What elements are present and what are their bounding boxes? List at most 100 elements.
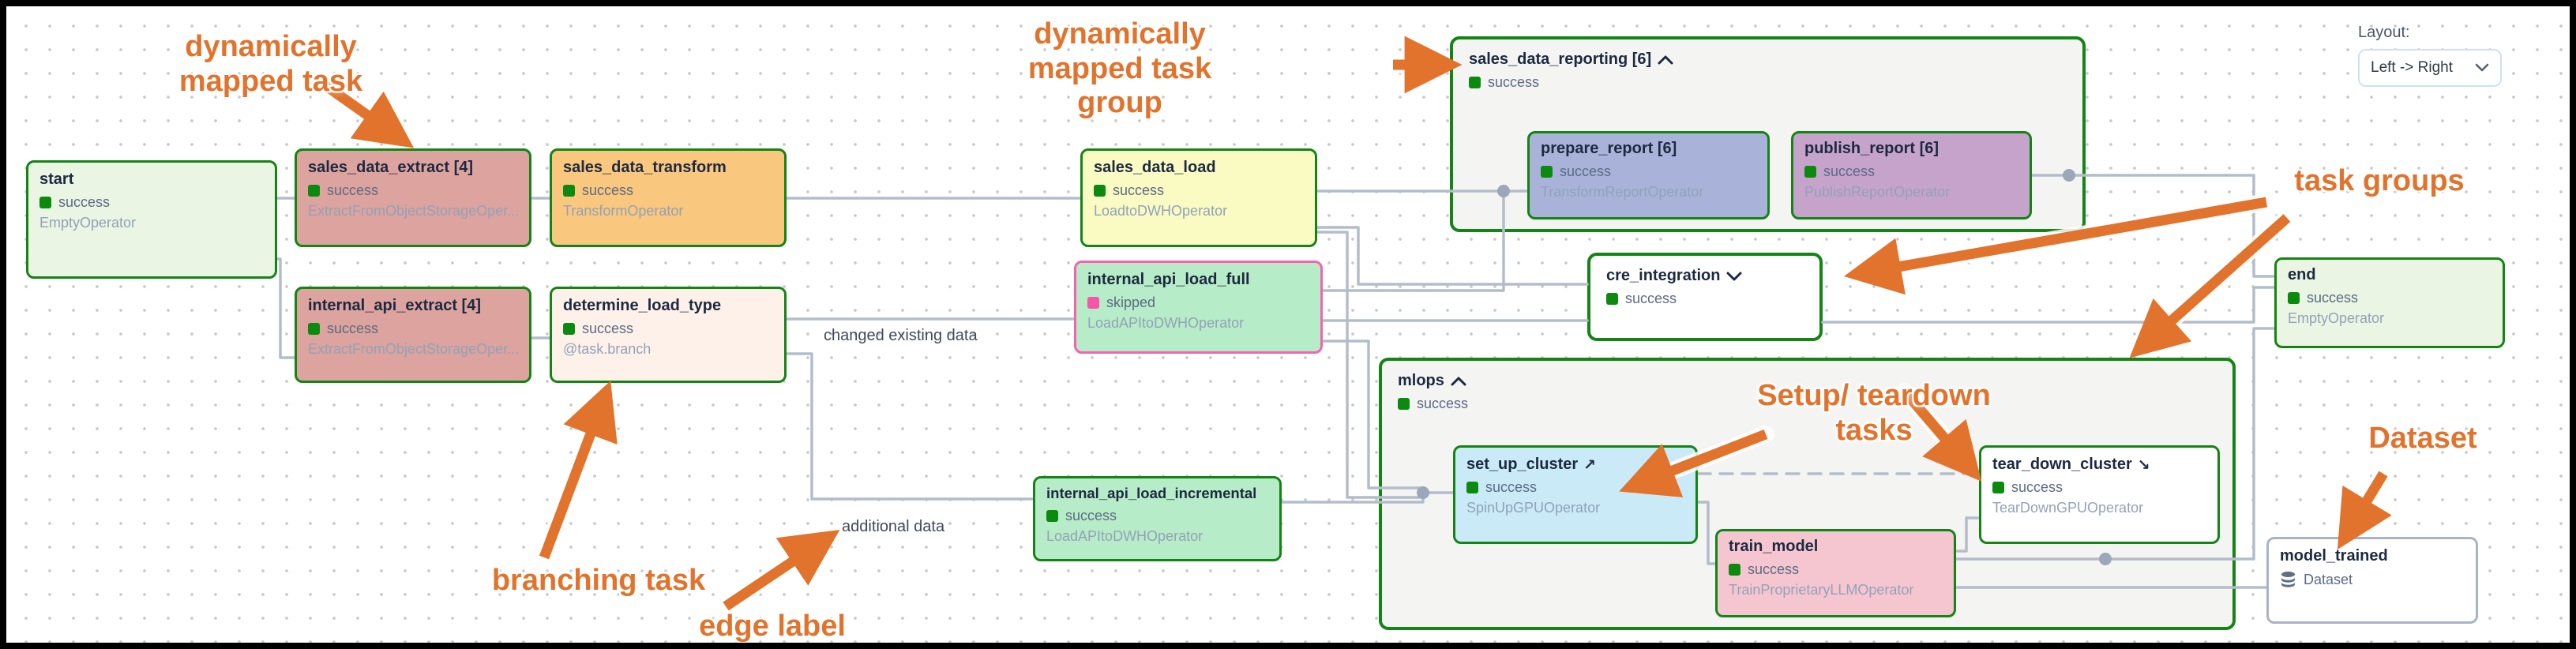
arrow-dataset xyxy=(2337,471,2392,550)
setup-task-icon: ↗ xyxy=(1583,456,1597,474)
status-label: success xyxy=(2307,290,2359,306)
task-node-sales-data-load[interactable]: sales_data_load success LoadtoDWHOperato… xyxy=(1080,148,1317,247)
annotation-branching-task: branching task xyxy=(491,564,706,597)
status-square-success xyxy=(1046,510,1058,522)
status-label: success xyxy=(582,321,634,336)
group-title: sales_data_reporting [6] xyxy=(1469,51,1652,68)
operator-label: LoadAPItoDWHOperator xyxy=(1046,528,1204,544)
task-title: sales_data_transform xyxy=(563,159,727,176)
task-title: prepare_report [6] xyxy=(1541,140,1677,157)
task-title: end xyxy=(2288,266,2316,283)
task-title: internal_api_load_full xyxy=(1087,271,1250,288)
task-node-prepare-report[interactable]: prepare_report [6] success TransformRepo… xyxy=(1527,131,1770,219)
dataset-type-label: Dataset xyxy=(2304,571,2353,587)
chevron-up-icon[interactable] xyxy=(1657,54,1674,66)
operator-label: TrainProprietaryLLMOperator xyxy=(1729,582,1914,598)
task-title: publish_report [6] xyxy=(1804,140,1940,157)
operator-label: TransformOperator xyxy=(563,203,684,219)
task-title: sales_data_load xyxy=(1094,159,1216,176)
task-node-sales-data-transform[interactable]: sales_data_transform success TransformOp… xyxy=(550,148,787,247)
status-label: success xyxy=(1485,479,1538,495)
task-node-end[interactable]: end success EmptyOperator xyxy=(2274,257,2505,348)
status-label: success xyxy=(1113,182,1165,198)
operator-label: SpinUpGPUOperator xyxy=(1466,500,1601,516)
layout-direction-select[interactable]: Left -> Right xyxy=(2358,49,2502,87)
task-node-sales-data-extract[interactable]: sales_data_extract [4] success ExtractFr… xyxy=(295,148,531,247)
annotation-dataset: Dataset xyxy=(2368,422,2477,455)
status-square-success xyxy=(2288,292,2300,304)
teardown-task-icon: ↘ xyxy=(2137,456,2150,474)
task-node-publish-report[interactable]: publish_report [6] success PublishReport… xyxy=(1791,131,2032,219)
status-square-success xyxy=(1804,166,1816,178)
layout-select-value: Left -> Right xyxy=(2371,59,2454,76)
task-node-internal-api-extract[interactable]: internal_api_extract [4] success Extract… xyxy=(295,287,531,383)
task-title: train_model xyxy=(1729,538,1819,555)
chevron-down-icon xyxy=(2475,63,2489,72)
status-label: success xyxy=(1748,561,1800,577)
dataset-title: model_trained xyxy=(2280,547,2388,565)
task-title: internal_api_extract [4] xyxy=(308,297,481,314)
annotation-dynamically-mapped-task: dynamically mapped task xyxy=(178,30,363,98)
status-label: success xyxy=(1417,396,1469,411)
task-title: sales_data_extract [4] xyxy=(308,159,474,176)
operator-label: PublishReportOperator xyxy=(1804,184,1951,200)
dataset-node-model-trained[interactable]: model_trained Dataset xyxy=(2266,537,2478,624)
task-title: determine_load_type xyxy=(563,297,722,314)
operator-label: EmptyOperator xyxy=(2288,310,2385,326)
task-node-train-model[interactable]: train_model success TrainProprietaryLLMO… xyxy=(1715,529,1956,617)
task-group-cre-integration[interactable] xyxy=(1587,253,1823,341)
operator-label: LoadtoDWHOperator xyxy=(1094,203,1228,219)
status-label: success xyxy=(327,321,379,336)
status-label: success xyxy=(582,182,634,198)
task-node-internal-api-load-incremental[interactable]: internal_api_load_incremental success Lo… xyxy=(1033,476,1282,561)
group-title: mlops xyxy=(1398,372,1444,389)
chevron-down-icon[interactable] xyxy=(1725,271,1743,282)
status-square-success xyxy=(1541,166,1553,178)
annotation-edge-label: edge label xyxy=(699,610,846,643)
task-node-set-up-cluster[interactable]: set_up_cluster↗ success SpinUpGPUOperato… xyxy=(1453,445,1698,544)
status-square-success xyxy=(563,323,575,335)
status-square-skipped xyxy=(1087,297,1099,309)
annotation-setup-teardown-tasks: Setup/ teardown tasks xyxy=(1757,379,1991,447)
status-square-success xyxy=(39,197,51,208)
task-node-start[interactable]: start success EmptyOperator xyxy=(26,160,277,279)
task-title: tear_down_cluster xyxy=(1992,456,2132,473)
task-title: start xyxy=(39,171,74,188)
operator-label: ExtractFromObjectStorageOper... xyxy=(308,203,518,219)
status-square-success xyxy=(1992,482,2004,493)
task-title: set_up_cluster xyxy=(1466,456,1579,473)
status-label: success xyxy=(1488,74,1540,90)
status-label: success xyxy=(58,194,111,210)
status-square-success xyxy=(1469,77,1481,88)
status-square-success xyxy=(1729,564,1740,576)
status-label: success xyxy=(1065,508,1117,523)
status-square-success xyxy=(308,323,320,335)
status-label: success xyxy=(1560,163,1612,179)
edge-label-additional-data: additional data xyxy=(842,518,945,535)
status-label: success xyxy=(1625,291,1677,306)
task-title: internal_api_load_incremental xyxy=(1046,485,1257,501)
chevron-up-icon[interactable] xyxy=(1450,376,1467,387)
status-square-success xyxy=(563,185,575,197)
task-node-determine-load-type[interactable]: determine_load_type success @task.branch xyxy=(550,287,787,383)
annotation-task-groups: task groups xyxy=(2294,164,2465,197)
group-header-mlops: mlops success xyxy=(1385,362,1481,422)
group-header-cre-integration: cre_integration success xyxy=(1594,257,1756,317)
edge-label-changed-existing-data: changed existing data xyxy=(824,327,978,344)
group-header-sales-data-reporting: sales_data_reporting [6] success xyxy=(1456,41,1687,100)
annotation-dynamically-mapped-task-group: dynamically mapped task group xyxy=(1027,17,1212,120)
operator-label: ExtractFromObjectStorageOper... xyxy=(308,341,518,357)
operator-label: LoadAPItoDWHOperator xyxy=(1087,315,1245,331)
status-square-success xyxy=(1606,293,1618,305)
status-label: skipped xyxy=(1106,294,1156,310)
status-label: success xyxy=(327,182,379,198)
status-label: success xyxy=(2011,479,2063,495)
status-square-success xyxy=(1398,398,1410,410)
task-node-tear-down-cluster[interactable]: tear_down_cluster ↘ success TearDownGPUOp… xyxy=(1979,445,2220,544)
operator-label: TransformReportOperator xyxy=(1541,184,1704,200)
operator-label: TearDownGPUOperator xyxy=(1992,500,2144,516)
task-node-internal-api-load-full[interactable]: internal_api_load_full skipped LoadAPIto… xyxy=(1074,261,1323,354)
group-title: cre_integration xyxy=(1606,267,1721,284)
operator-label: EmptyOperator xyxy=(39,215,137,231)
